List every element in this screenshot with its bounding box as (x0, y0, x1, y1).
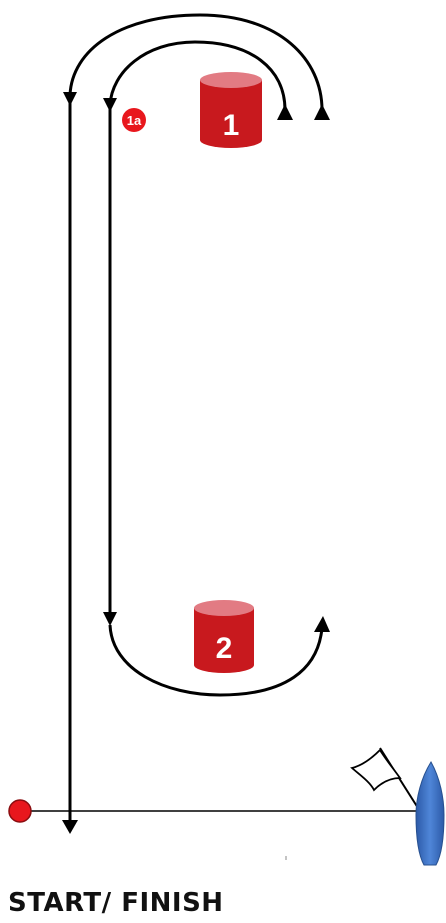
mark2-rounding-arrowhead (314, 616, 330, 632)
finish-down-arrowhead (62, 820, 78, 834)
committee-boat-icon (415, 761, 445, 866)
mark-2-label: 2 (216, 632, 233, 665)
pin-end-marker (8, 799, 32, 823)
inner-down-arrowhead-bottom (103, 612, 117, 626)
outer-down-arrowhead-top (63, 92, 77, 106)
inner-down-arrowhead-top (103, 98, 117, 112)
start-finish-label: START/ FINISH (8, 888, 224, 918)
mark-2-buoy: 2 (194, 600, 254, 673)
outer-up-arrowhead (314, 104, 330, 120)
offset-mark-1a: 1a (122, 108, 146, 132)
inner-up-arrowhead (277, 104, 293, 120)
flag-icon (350, 747, 419, 809)
offset-mark-label: 1a (127, 113, 142, 128)
inner-course-path (108, 40, 324, 697)
mark-1-buoy: 1 (200, 72, 262, 148)
outer-course-path (68, 13, 324, 820)
mark-1-label: 1 (223, 109, 240, 142)
